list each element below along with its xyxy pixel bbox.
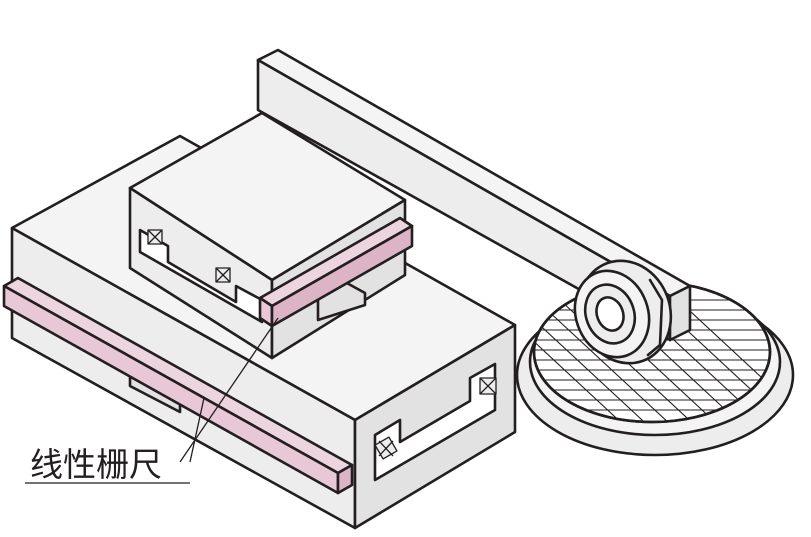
callout-label: 线性栅尺 [30, 445, 162, 484]
lower-linear-scale [2, 276, 354, 495]
lower-scale-end [336, 463, 354, 495]
dicing-blade [573, 259, 673, 365]
callout: 线性栅尺 [25, 317, 279, 484]
upper-scale-side [270, 224, 414, 328]
spindle-arm [256, 48, 692, 342]
upper-linear-scale [258, 216, 414, 328]
arm-end-face [668, 284, 692, 342]
blade-bore [595, 296, 625, 332]
callout-leader-upper [179, 317, 279, 463]
callout-leader-lower [189, 397, 205, 463]
lower-dovetail-slot [373, 362, 497, 482]
